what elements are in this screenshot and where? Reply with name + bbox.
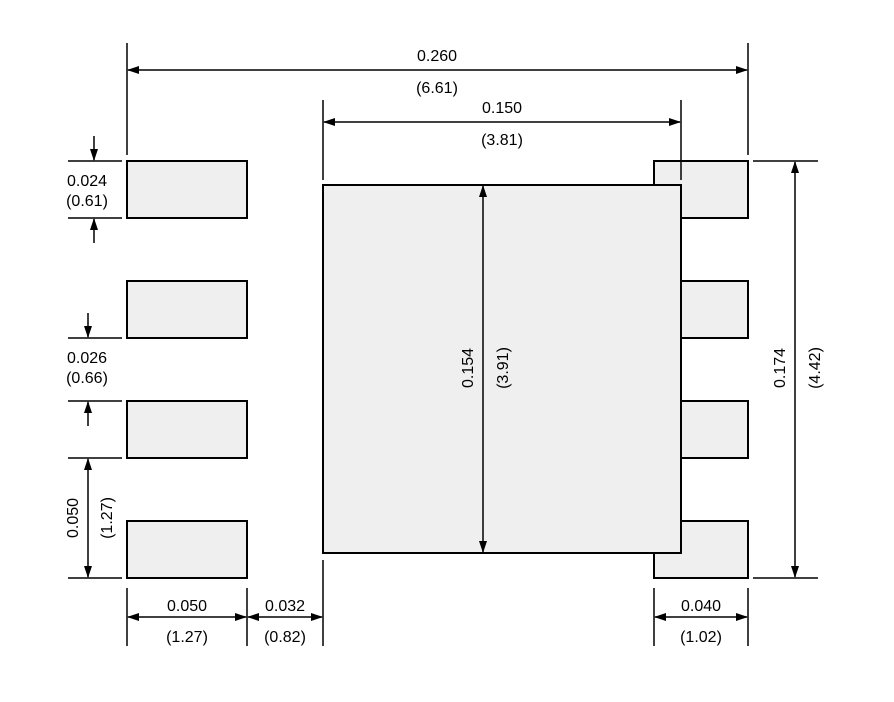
pad-height-mm: (0.61) — [66, 193, 108, 210]
pad-to-thermal-mm: (0.82) — [264, 629, 306, 646]
pad-to-thermal-inch: 0.032 — [265, 598, 305, 615]
pad-left-4 — [126, 520, 248, 579]
right-pad-length-inch: 0.040 — [681, 598, 721, 615]
extension-lines — [68, 43, 818, 646]
overall-width-inch: 0.260 — [417, 48, 457, 65]
thermal-width-inch: 0.150 — [482, 100, 522, 117]
thermal-pad — [322, 184, 682, 554]
pad-left-1 — [126, 160, 248, 219]
dimension-labels: 0.260 (6.61) 0.150 (3.81) 0.024 (0.61) 0… — [65, 48, 824, 646]
thermal-width-mm: (3.81) — [481, 132, 523, 149]
pad-left-3 — [126, 400, 248, 459]
pad-height-inch: 0.024 — [67, 173, 107, 190]
right-pad-length-mm: (1.02) — [680, 629, 722, 646]
pad-gap-inch: 0.026 — [67, 350, 107, 367]
pad-length-mm: (1.27) — [166, 629, 208, 646]
left-pads — [126, 160, 248, 579]
pad-gap-mm: (0.66) — [66, 370, 108, 387]
overall-height-inch: 0.174 — [772, 348, 789, 388]
overall-width-mm: (6.61) — [416, 80, 458, 97]
pad-left-2 — [126, 280, 248, 339]
pad-length-inch: 0.050 — [167, 598, 207, 615]
thermal-height-inch: 0.154 — [460, 348, 477, 388]
pitch-inch: 0.050 — [65, 498, 82, 538]
pitch-mm: (1.27) — [99, 497, 116, 539]
overall-height-mm: (4.42) — [807, 347, 824, 389]
dimension-lines — [84, 66, 799, 621]
thermal-height-mm: (3.91) — [495, 347, 512, 389]
